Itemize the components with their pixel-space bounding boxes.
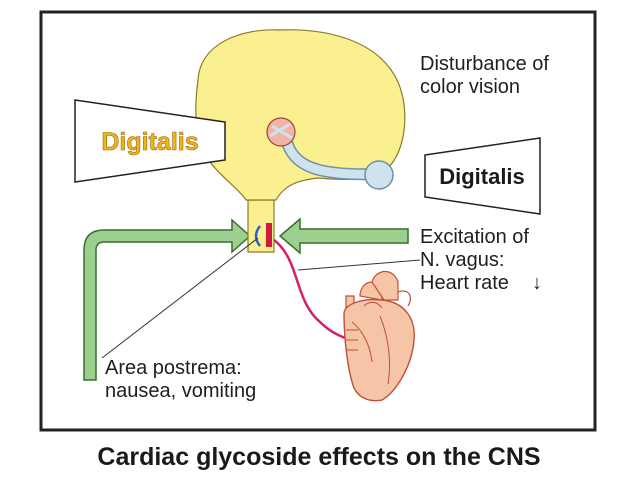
color-vision-label-line1: Disturbance of <box>420 53 549 75</box>
digitalis-box-left <box>74 99 226 183</box>
area-postrema-mark-red <box>266 223 272 247</box>
vagus-label-line3: Heart rate <box>420 272 509 294</box>
figure-caption: Cardiac glycoside effects on the CNS <box>97 443 540 471</box>
green-arrow-right <box>278 217 409 255</box>
pointer-area-postrema <box>101 237 259 359</box>
visual-center-detail <box>269 122 293 140</box>
digitalis-box-right <box>424 137 541 215</box>
area-postrema-label-line1: Area postrema: <box>105 357 242 379</box>
heart <box>343 270 415 402</box>
heart-rate-down-arrow: ↓ <box>532 272 542 294</box>
vagus-label-line1: Excitation of <box>420 226 529 248</box>
optic-nerve-fill <box>281 133 385 179</box>
pointer-vagus <box>297 259 421 271</box>
digitalis-label-right: Digitalis <box>439 164 525 189</box>
vagus-nerve <box>273 239 353 342</box>
area-postrema-mark-blue <box>254 225 262 247</box>
color-vision-label-line2: color vision <box>420 76 520 98</box>
eyeball <box>364 160 394 190</box>
vagus-label-line2: N. vagus: <box>420 249 504 271</box>
digitalis-label-left: Digitalis <box>101 128 198 156</box>
green-arrow-left <box>83 218 252 381</box>
area-postrema-label-line2: nausea, vomiting <box>105 380 256 402</box>
